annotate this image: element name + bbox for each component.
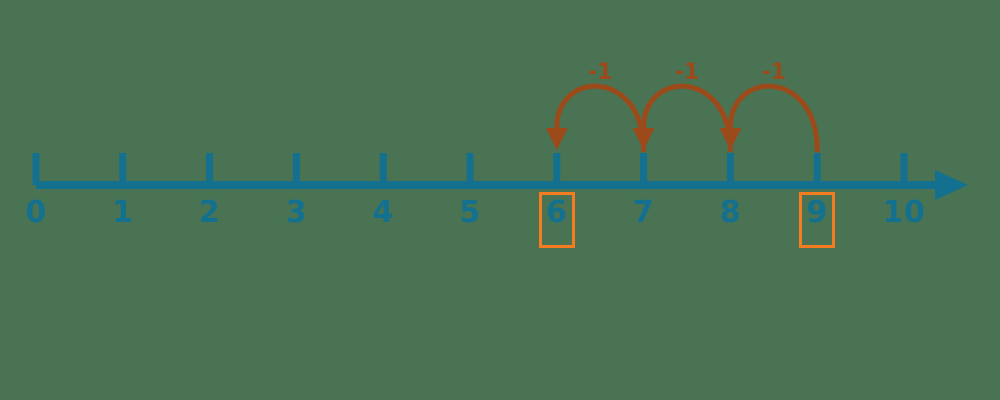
jump-label: -1 [674, 60, 700, 85]
jump-label: -1 [587, 60, 613, 85]
tick-label-9: 9 [806, 195, 828, 230]
axis-right-arrow-icon [935, 170, 968, 200]
tick-marks-group [32, 153, 908, 185]
tick-label-5: 5 [459, 195, 481, 230]
tick-label-7: 7 [632, 195, 655, 230]
tick-label-2: 2 [198, 195, 221, 230]
jump-label: -1 [761, 60, 787, 85]
tick-label-4: 4 [372, 195, 394, 230]
tick-label-10: 10 [882, 195, 926, 230]
tick-label-0: 0 [25, 195, 47, 230]
jump-arcs-group [545, 83, 820, 153]
jump-arrowhead-icon [545, 128, 568, 150]
jump-arc [641, 83, 733, 153]
tick-label-3: 3 [285, 195, 308, 230]
jump-arc [727, 83, 820, 153]
tick-label-1: 1 [112, 195, 134, 230]
axis-group [36, 170, 968, 200]
tick-label-6: 6 [546, 195, 568, 230]
jump-arc [554, 83, 647, 153]
tick-label-8: 8 [719, 195, 742, 230]
